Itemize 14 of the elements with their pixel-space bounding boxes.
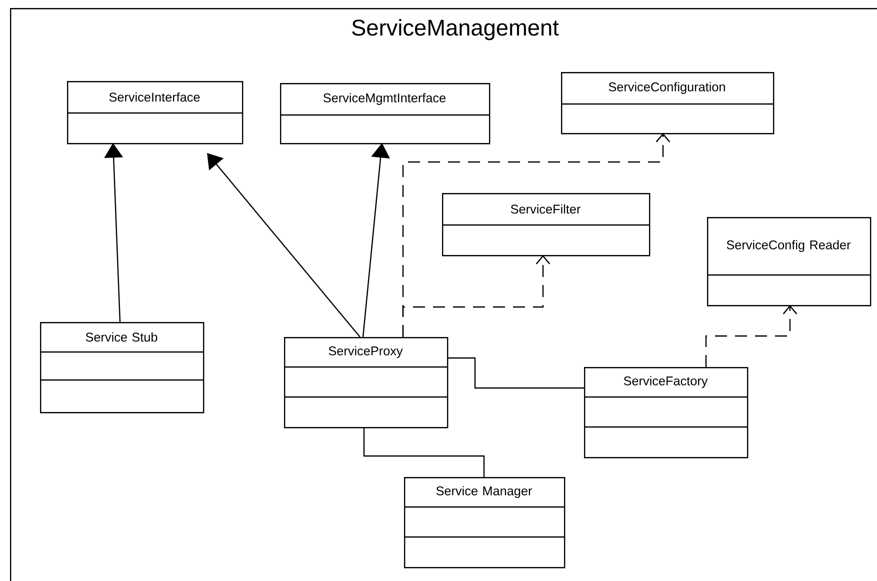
class-box: ServiceFilter <box>442 193 650 256</box>
class-box: ServiceFactory <box>584 367 748 458</box>
class-box: ServiceInterface <box>67 81 244 144</box>
class-box: ServiceProxy <box>284 336 448 428</box>
class-box: ServiceConfiguration <box>561 72 774 134</box>
class-box: ServiceMgmtInterface <box>280 83 490 144</box>
class-box: ServiceConfig Reader <box>707 217 872 306</box>
class-box: Service Manager <box>404 476 566 568</box>
dependency-arrow <box>402 255 550 337</box>
generalization-arrow <box>207 153 360 338</box>
association-line <box>363 427 485 477</box>
association-line <box>447 357 584 389</box>
dependency-arrow <box>705 305 798 367</box>
class-box: Service Stub <box>40 322 204 414</box>
